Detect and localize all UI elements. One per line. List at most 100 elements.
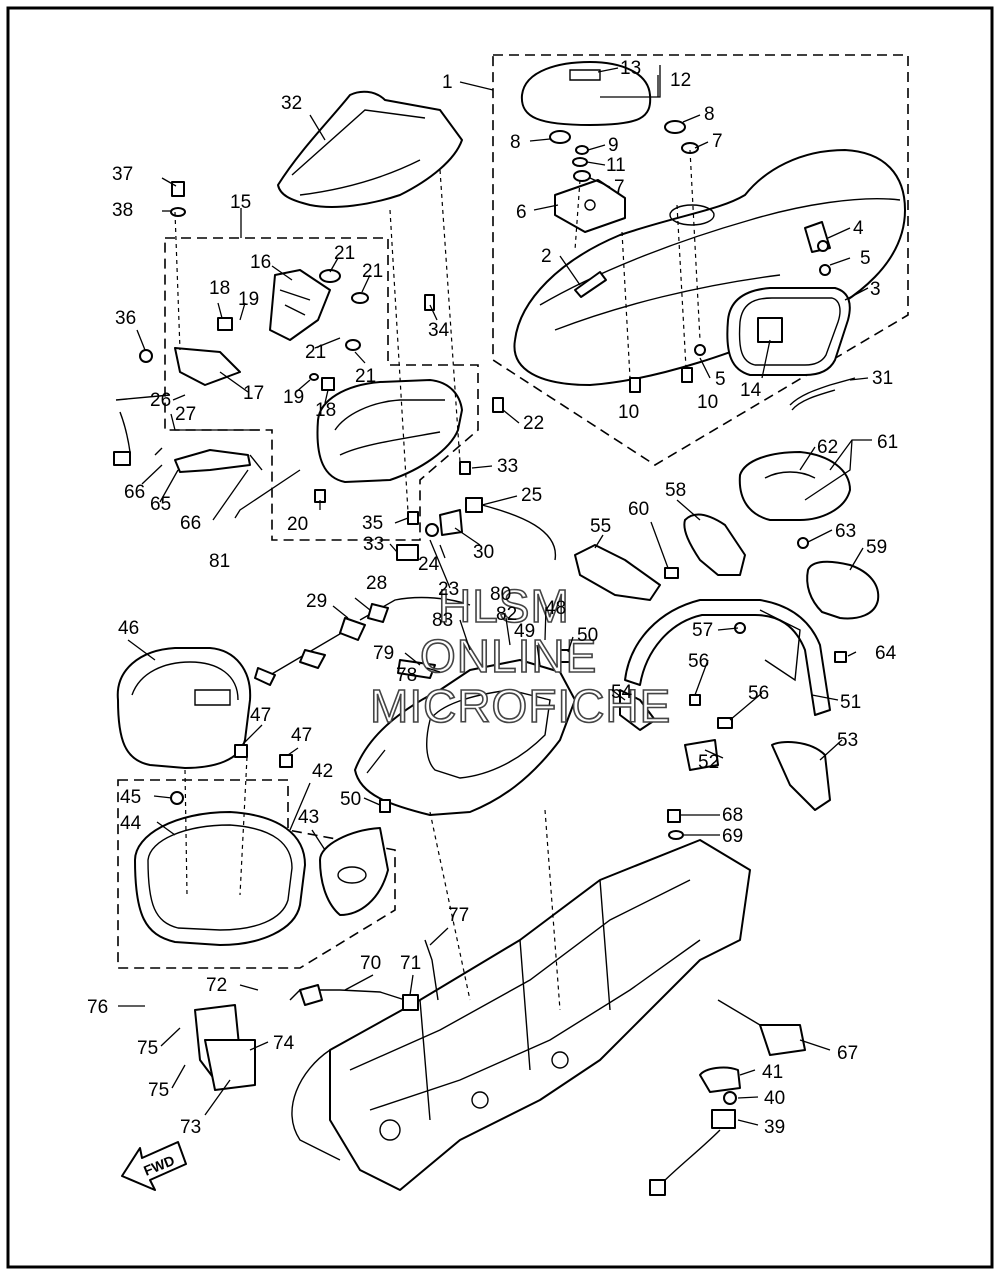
callout-label: 4: [853, 218, 864, 239]
callout-label: 22: [523, 413, 544, 434]
callout-label: 10: [697, 392, 718, 413]
watermark-line-2: ONLINE: [420, 630, 597, 682]
callout-label: 54: [611, 682, 633, 703]
callout-label: 50: [577, 625, 598, 646]
callout-label: 56: [748, 683, 769, 704]
center-cover: [354, 659, 576, 816]
callout-label: 44: [120, 813, 142, 834]
backrest-pad: [520, 61, 652, 126]
callout-label: 14: [740, 380, 762, 401]
callout-label: 32: [281, 93, 302, 114]
callout-label: 66: [180, 513, 201, 534]
callout-label: 39: [764, 1117, 785, 1138]
callout-label: 70: [360, 953, 381, 974]
callout-label: 51: [840, 692, 861, 713]
callout-label: 46: [118, 618, 139, 639]
callout-label: 29: [306, 591, 327, 612]
callout-label: 26: [150, 390, 171, 411]
callout-label: 5: [715, 369, 726, 390]
callout-label: 34: [428, 320, 450, 341]
callout-label: 27: [175, 404, 196, 425]
callout-label: 37: [112, 164, 133, 185]
callout-label: 78: [396, 665, 417, 686]
callout-label: 17: [243, 383, 264, 404]
callout-label: 52: [698, 752, 719, 773]
callout-label: 12: [670, 70, 691, 91]
callout-label: 57: [692, 620, 713, 641]
wire-harness: [289, 939, 439, 1011]
callout-label: 74: [273, 1033, 295, 1054]
callout-label: 6: [516, 202, 527, 223]
tail-light: [806, 560, 880, 620]
callout-label: 58: [665, 480, 686, 501]
leader-lines: [118, 65, 872, 1126]
callout-label: 43: [298, 807, 319, 828]
callout-label: 79: [373, 643, 394, 664]
helmet-box-group-box: [117, 779, 396, 969]
callout-label: 20: [287, 514, 308, 535]
callout-label: 61: [877, 432, 898, 453]
callout-label: 47: [291, 725, 312, 746]
fuel-lid-cable: [254, 596, 471, 686]
callout-label: 28: [366, 573, 387, 594]
watermark: HLSM ONLINE MICROFICHE: [369, 579, 671, 733]
callout-label: 68: [722, 805, 743, 826]
callout-label: 3: [870, 279, 881, 300]
helmet-box: [116, 647, 252, 769]
callout-label: 21: [305, 342, 326, 363]
helmet-box-tray: [134, 811, 306, 946]
callout-label: 56: [688, 651, 709, 672]
callout-label: 18: [315, 400, 336, 421]
tail-cover: [738, 451, 851, 521]
callout-label: 18: [209, 278, 230, 299]
frame-bracket-left: [194, 1004, 256, 1091]
callout-label: 35: [362, 513, 383, 534]
callout-label: 8: [704, 104, 715, 125]
callout-label: 38: [112, 200, 133, 221]
rear-center-cover: [277, 90, 463, 208]
backrest-bracket: [554, 179, 626, 233]
callout-label: 53: [837, 730, 858, 751]
seat-bumper: [574, 271, 607, 298]
callout-label: 60: [628, 499, 649, 520]
seat-lock-bracket: [174, 269, 331, 386]
callout-label: 65: [150, 494, 171, 515]
callout-label: 77: [448, 905, 469, 926]
callout-label: 67: [837, 1043, 858, 1064]
seat-assembly-group-box: [492, 54, 909, 466]
callout-label: 33: [363, 534, 384, 555]
trunk-light: [726, 287, 851, 376]
callout-label: 59: [866, 537, 887, 558]
callout-label: 73: [180, 1117, 201, 1138]
seat-hinge: [804, 221, 831, 253]
callout-label: 19: [283, 387, 304, 408]
callout-label: 16: [250, 252, 271, 273]
callout-label: 21: [355, 366, 376, 387]
callout-label: 21: [334, 243, 355, 264]
callout-label: 10: [618, 402, 639, 423]
callout-label: 71: [400, 953, 421, 974]
callout-label: 2: [541, 246, 552, 267]
callout-label: 63: [835, 521, 856, 542]
callout-label: 25: [521, 485, 542, 506]
side-panels: [574, 513, 831, 811]
callout-label: 19: [238, 289, 259, 310]
trunk-light-cord: [789, 377, 856, 411]
callout-label: 7: [712, 131, 723, 152]
callout-label: 48: [545, 598, 566, 619]
watermark-line-1: HLSM: [438, 580, 570, 632]
seat-lock-cable: [113, 394, 263, 473]
callout-label: 69: [722, 826, 743, 847]
callout-label: 64: [875, 643, 897, 664]
relay-and-sensors: [649, 809, 806, 1196]
grab-bar-bolts: [664, 537, 847, 729]
callout-label: 62: [817, 437, 838, 458]
callout-label: 83: [432, 610, 453, 631]
callout-label: 11: [606, 155, 626, 176]
callout-label: 36: [115, 308, 136, 329]
callout-label: 23: [438, 579, 459, 600]
frame: [291, 839, 751, 1191]
callout-label: 72: [206, 975, 227, 996]
rear-fender-inner: [316, 379, 463, 483]
callout-label: 82: [496, 604, 517, 625]
